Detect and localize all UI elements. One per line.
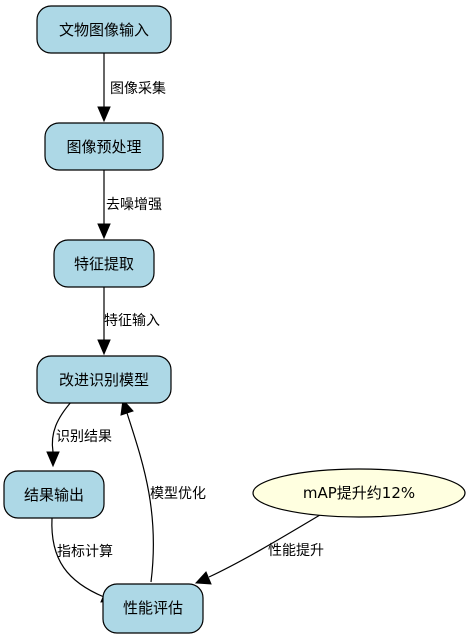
- edge-note-to-eval: 性能提升: [194, 511, 326, 585]
- edge-input-to-preprocess: 图像采集: [97, 53, 166, 123]
- edge-eval-to-model: 模型优化: [120, 398, 206, 583]
- edge-label-recognition-result: 识别结果: [56, 429, 112, 445]
- node-label: 性能评估: [123, 599, 183, 617]
- node-map-improvement-note: mAP提升约12%: [252, 468, 466, 518]
- node-label: 文物图像输入: [59, 21, 149, 39]
- edge-model-to-output: 识别结果: [46, 400, 112, 468]
- node-result-output: 结果输出: [3, 470, 105, 519]
- edge-label-image-capture: 图像采集: [110, 80, 166, 97]
- edge-label-model-optimize: 模型优化: [150, 486, 206, 502]
- node-improved-model: 改进识别模型: [36, 355, 172, 404]
- node-label: 结果输出: [24, 486, 84, 504]
- node-label: mAP提升约12%: [303, 484, 415, 502]
- edge-label-metric-calc: 指标计算: [57, 544, 113, 560]
- edge-label-denoise: 去噪增强: [106, 197, 162, 213]
- node-image-preprocess: 图像预处理: [44, 122, 164, 171]
- edge-label-performance-gain: 性能提升: [268, 543, 324, 559]
- node-feature-extraction: 特征提取: [53, 239, 155, 288]
- node-label: 图像预处理: [66, 138, 141, 156]
- node-artifact-image-input: 文物图像输入: [36, 5, 172, 54]
- node-label: 改进识别模型: [59, 371, 149, 389]
- edge-feature-to-model: 特征输入: [97, 287, 160, 356]
- edge-label-feature-input: 特征输入: [104, 313, 160, 329]
- node-label: 特征提取: [74, 255, 134, 273]
- node-performance-eval: 性能评估: [102, 583, 204, 634]
- edge-output-to-eval: 指标计算: [51, 517, 115, 603]
- edge-preprocess-to-feature: 去噪增强: [97, 170, 162, 240]
